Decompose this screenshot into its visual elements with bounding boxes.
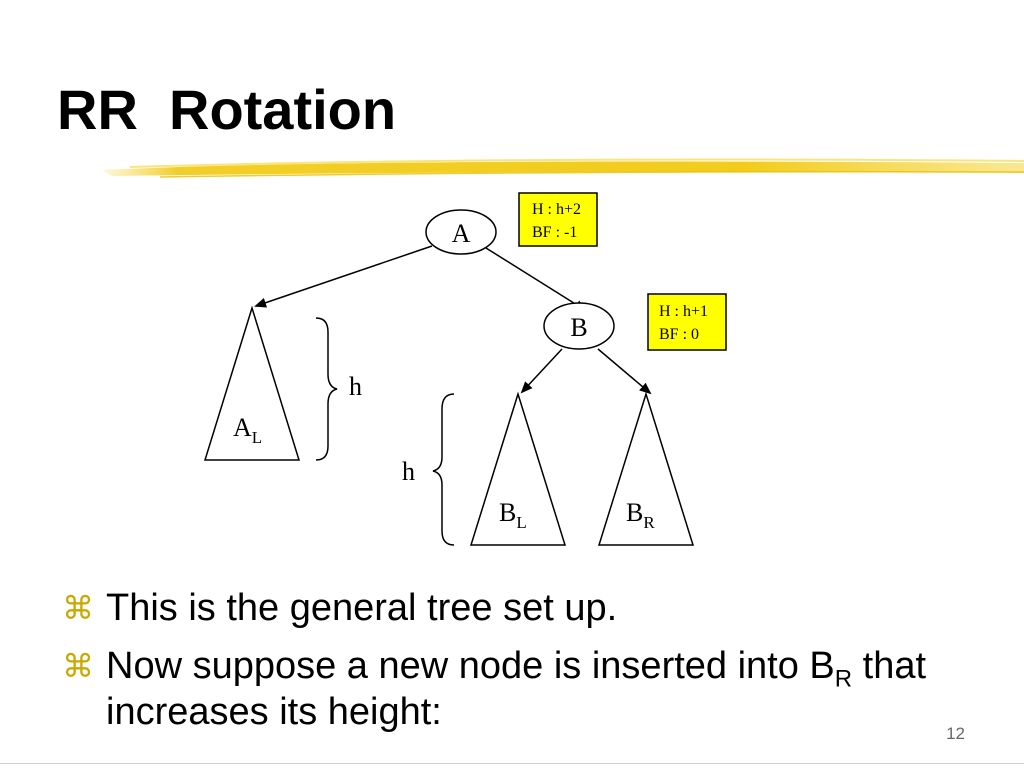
info-b-bf: BF : 0 (659, 326, 699, 343)
subtree-bl-sub: L (516, 513, 526, 532)
edge-b-to-bl (520, 348, 563, 394)
info-box-a: H : h+2 BF : -1 (518, 192, 598, 247)
bullet-item: ⌘ This is the general tree set up. (62, 585, 962, 631)
bullet-text-after: that increases its height: (106, 645, 927, 733)
subtree-bl-base: B (499, 498, 516, 527)
info-a-bf: BF : -1 (532, 224, 577, 241)
subtree-bl: BL (469, 391, 567, 546)
height-label-right: h (402, 457, 415, 486)
subtree-bl-label: BL (499, 498, 527, 532)
height-label-left: h (349, 372, 362, 401)
subtree-br-label: BR (626, 498, 655, 532)
bullet-icon: ⌘ (62, 589, 94, 627)
subtree-br-sub: R (643, 513, 655, 532)
bullet-list: ⌘ This is the general tree set up. ⌘ Now… (62, 585, 962, 735)
bullet-icon: ⌘ (62, 647, 94, 685)
height-brace-left: h (315, 317, 362, 461)
subtree-al-sub: L (252, 428, 262, 447)
slide-title: RR Rotation (57, 78, 397, 141)
page-number: 12 (946, 724, 965, 743)
node-a: A (425, 209, 497, 255)
bullet-item: ⌘ Now suppose a new node is inserted int… (62, 643, 962, 735)
subtree-al: AL (203, 305, 301, 461)
edge-a-to-al (254, 245, 433, 308)
edge-b-to-br (597, 348, 652, 395)
node-b-label: B (570, 313, 587, 342)
subtree-al-label: AL (233, 413, 262, 447)
info-b-height: H : h+1 (659, 303, 708, 320)
subtree-al-base: A (233, 413, 252, 442)
subtree-br-base: B (626, 498, 643, 527)
bottom-divider (0, 763, 1024, 764)
title-underline (102, 158, 1024, 178)
bullet-text: Now suppose a new node is inserted into … (106, 643, 962, 735)
bullet-text-sub: R (834, 665, 853, 693)
bullet-text-before: Now suppose a new node is inserted into … (106, 645, 835, 687)
info-box-b: H : h+1 BF : 0 (647, 293, 727, 351)
subtree-br: BR (597, 391, 695, 546)
info-a-height: H : h+2 (532, 201, 581, 218)
edge-a-to-b (485, 247, 587, 312)
height-brace-right: h (402, 393, 455, 546)
bullet-text: This is the general tree set up. (106, 587, 618, 629)
node-a-label: A (452, 219, 471, 248)
node-b: B (543, 302, 615, 350)
